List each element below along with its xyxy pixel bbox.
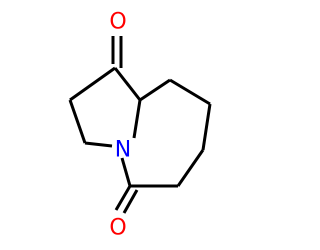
bond-c5-o-bottom-b xyxy=(122,189,139,214)
bond-c5-o-bottom-a xyxy=(114,185,132,211)
atom-oxygen-bottom: O xyxy=(109,216,126,241)
atom-nitrogen: N xyxy=(115,138,131,163)
bond-c1-c2 xyxy=(69,66,116,102)
bond-c3-n xyxy=(84,141,113,148)
atom-oxygen-top: O xyxy=(109,10,126,35)
molecule-structure: O N O xyxy=(68,10,212,241)
bond-c9-c10 xyxy=(169,78,211,106)
bond-c8a-c9 xyxy=(139,78,171,102)
structure-canvas: O N O xyxy=(68,9,212,241)
bond-c10-c11 xyxy=(201,103,212,151)
bond-n-c8a xyxy=(132,99,142,139)
bond-c8a-c1 xyxy=(113,67,142,101)
bond-c5-n xyxy=(120,157,132,187)
bond-c11-c12 xyxy=(176,149,205,187)
bond-c2-c3 xyxy=(68,99,87,144)
